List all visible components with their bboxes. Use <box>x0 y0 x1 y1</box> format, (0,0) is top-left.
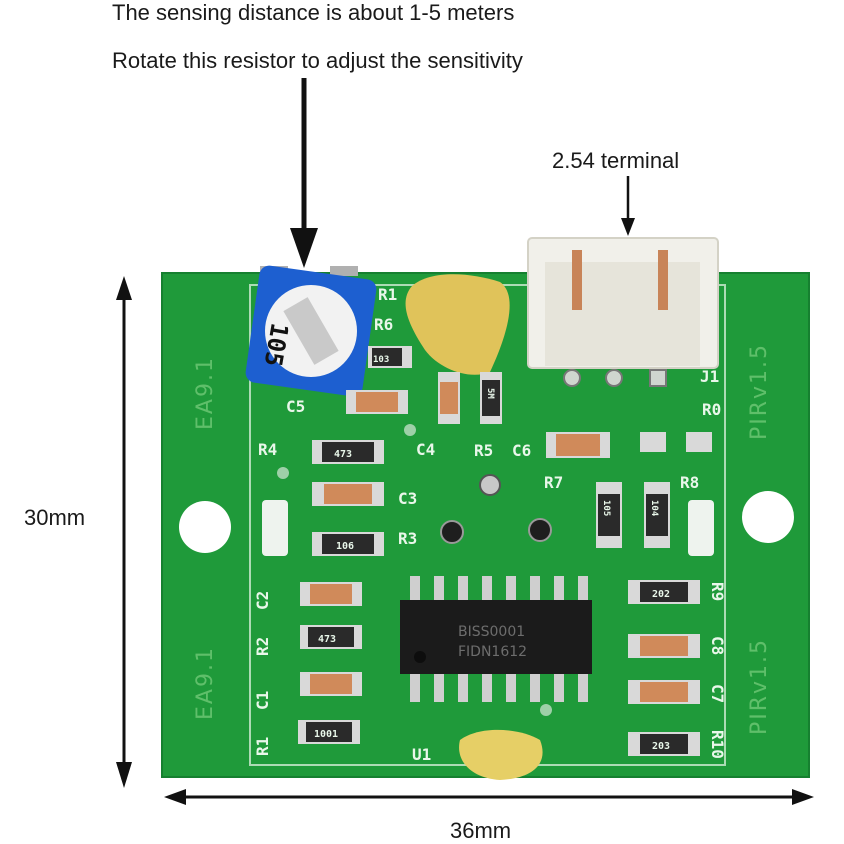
chip-line-1: BISS0001 <box>458 624 525 640</box>
chip-line-2: FIDN1612 <box>458 644 527 660</box>
width-dimension-label: 36mm <box>450 818 512 843</box>
svg-text:103: 103 <box>373 355 389 365</box>
svg-text:203: 203 <box>652 741 670 752</box>
height-dimension-label: 30mm <box>24 505 86 530</box>
svg-text:C6: C6 <box>512 441 531 460</box>
svg-text:R4: R4 <box>258 440 277 459</box>
svg-text:C2: C2 <box>253 591 272 610</box>
svg-text:R1: R1 <box>253 737 272 756</box>
svg-text:C7: C7 <box>708 684 727 703</box>
svg-text:C1: C1 <box>253 691 272 710</box>
svg-text:R7: R7 <box>544 473 563 492</box>
width-dimension-arrow <box>164 789 814 805</box>
right-marking-bottom: PIRv1.5 <box>747 638 772 735</box>
svg-text:R0: R0 <box>702 400 721 419</box>
svg-text:5M: 5M <box>485 388 495 399</box>
svg-text:1001: 1001 <box>314 729 338 740</box>
svg-text:R3: R3 <box>398 529 417 548</box>
svg-text:C3: C3 <box>398 489 417 508</box>
svg-text:C4: C4 <box>416 440 435 459</box>
right-marking-top: PIRv1.5 <box>747 343 772 440</box>
svg-text:R2: R2 <box>253 637 272 656</box>
svg-text:202: 202 <box>652 589 670 600</box>
mount-hole-right <box>742 491 794 543</box>
svg-text:105: 105 <box>601 500 611 516</box>
svg-text:R5: R5 <box>474 441 493 460</box>
mount-hole-left <box>179 501 231 553</box>
pot-pointer-arrow <box>290 78 318 268</box>
potentiometer[interactable]: 105 <box>244 264 377 397</box>
jst-terminal[interactable] <box>527 237 719 387</box>
svg-text:R10: R10 <box>708 730 727 759</box>
component-labels: R1 R6 C5 R4 C4 R5 C6 R7 R0 R8 C3 R3 C2 R… <box>253 285 727 764</box>
glue-blob-bottom <box>459 729 543 780</box>
svg-text:J1: J1 <box>700 367 719 386</box>
glue-blob-top <box>405 274 510 375</box>
svg-text:R6: R6 <box>374 315 393 334</box>
smd-components: 473 106 473 1001 103 5M 105 104 202 <box>262 346 714 756</box>
sensing-distance-caption: The sensing distance is about 1-5 meters <box>112 0 515 25</box>
svg-text:R8: R8 <box>680 473 699 492</box>
svg-text:473: 473 <box>334 449 352 460</box>
svg-text:C5: C5 <box>286 397 305 416</box>
svg-text:104: 104 <box>649 500 659 517</box>
height-dimension-arrow <box>116 276 132 788</box>
left-marking-bottom: EA9.1 <box>193 646 218 720</box>
terminal-caption: 2.54 terminal <box>552 148 680 173</box>
svg-text:473: 473 <box>318 634 336 645</box>
svg-text:U1: U1 <box>412 745 431 764</box>
resistor-adjust-caption: Rotate this resistor to adjust the sensi… <box>112 48 523 73</box>
svg-text:C8: C8 <box>708 636 727 655</box>
left-marking-top: EA9.1 <box>193 356 218 430</box>
terminal-pointer-arrow <box>621 176 635 236</box>
svg-text:106: 106 <box>336 541 354 552</box>
svg-text:R9: R9 <box>708 582 727 601</box>
svg-text:R1: R1 <box>378 285 397 304</box>
biss0001-chip: BISS0001 FIDN1612 <box>400 576 592 702</box>
